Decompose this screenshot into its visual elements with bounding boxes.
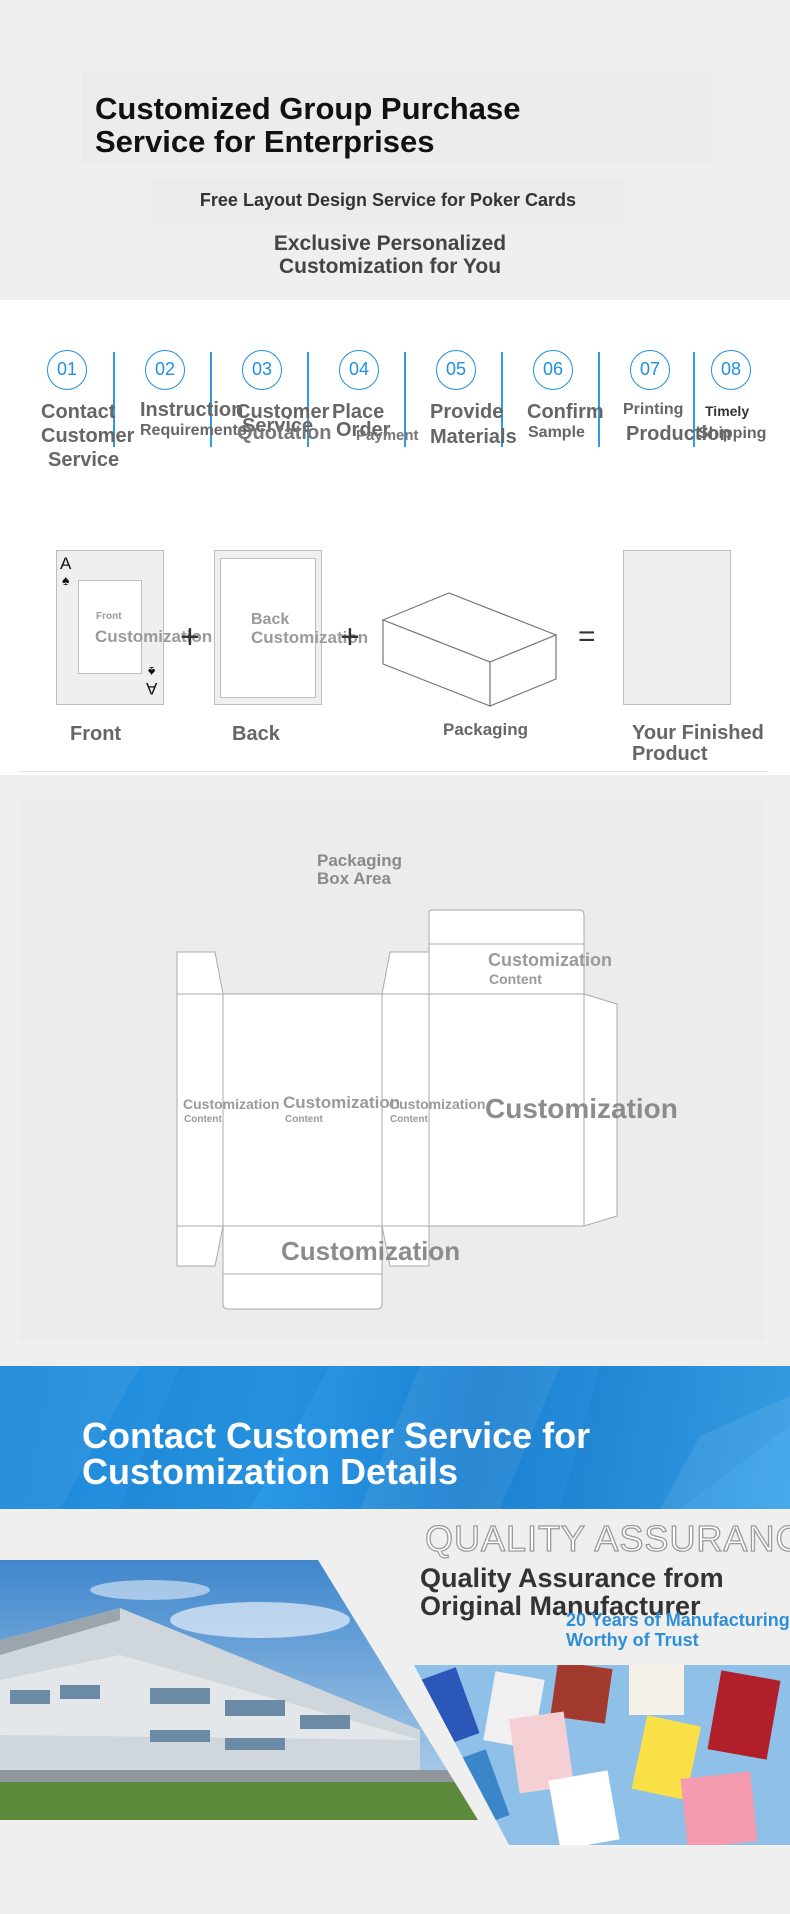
hero-subtitle: Free Layout Design Service for Poker Car… [199, 190, 577, 210]
front-small-label: Front [96, 611, 122, 622]
step-label: Place Order [332, 401, 391, 441]
bottom-customization: Customization [281, 1236, 461, 1266]
step-label: Printing Production [623, 401, 732, 445]
hero-subtitle-backdrop [152, 180, 624, 224]
card-corner-top: A ♠ [60, 554, 72, 588]
plus-sign: + [180, 618, 200, 656]
quality-outline-heading: QUALITY ASSURANCE [424, 1517, 790, 1559]
step-number: 04 [339, 350, 379, 390]
plus-sign: + [340, 618, 360, 656]
hero-title-backdrop [82, 72, 712, 164]
step-divider [501, 352, 503, 447]
finished-product-label: Your Finished Product [632, 722, 764, 765]
playing-cards-photo [414, 1665, 790, 1845]
back-card-face [220, 558, 316, 698]
step-label: Timely Shipping [698, 403, 767, 442]
step-number: 07 [630, 350, 670, 390]
quality-subtitle: 20 Years of Manufacturing Worthy of Trus… [566, 1610, 790, 1650]
step-divider [113, 352, 115, 447]
equals-sign: = [578, 620, 596, 653]
front-card-face [78, 580, 142, 674]
spade-icon: ♠ [147, 664, 156, 680]
step-label: Payment [356, 427, 419, 444]
right-side-content: Content [390, 1114, 428, 1125]
packaging-box-illustration [381, 592, 558, 707]
card-corner-bottom: A ♠ [146, 664, 158, 698]
top-content: Content [489, 971, 542, 987]
step-number: 03 [242, 350, 282, 390]
quality-title: Quality Assurance from Original Manufact… [420, 1563, 724, 1621]
back-text: Back [251, 611, 290, 628]
front-label: Front [70, 723, 122, 745]
contact-banner [0, 1366, 790, 1509]
front-panel-content: Content [285, 1114, 323, 1125]
back-panel-customization: Customization [485, 1093, 678, 1124]
exclusive-heading: Exclusive Personalized Customization for… [273, 232, 507, 278]
spade-icon: ♠ [61, 572, 70, 588]
step-label: Instruction Requirements [140, 399, 247, 439]
box-dieline-drawing [176, 909, 618, 1310]
step-divider [210, 352, 212, 447]
left-side-customization: Customization [183, 1096, 280, 1112]
step-divider [307, 352, 309, 447]
right-side-customization: Customization [389, 1096, 486, 1112]
hero-title: Customized Group Purchase Service for En… [95, 91, 521, 159]
step-number: 02 [145, 350, 185, 390]
back-customization: Customization [251, 628, 369, 647]
factory-photo [0, 1560, 478, 1820]
step-label: Customer Service [236, 401, 330, 437]
banner-pattern [0, 1366, 790, 1509]
left-side-content: Content [184, 1114, 222, 1125]
step-label: Quotation [237, 422, 332, 444]
front-panel-customization: Customization [283, 1093, 401, 1112]
step-divider [598, 352, 600, 447]
section-divider [18, 771, 768, 772]
step-number: 06 [533, 350, 573, 390]
step-number: 01 [47, 350, 87, 390]
back-label: Back [232, 723, 280, 745]
finished-product-card [623, 550, 731, 705]
top-customization: Customization [488, 950, 612, 970]
step-label: Confirm Sample [527, 401, 604, 441]
step-number: 08 [711, 350, 751, 390]
step-number: 05 [436, 350, 476, 390]
step-label: Contact Customer Service [41, 401, 135, 471]
packaging-label: Packaging [443, 720, 529, 739]
packaging-area-label: Packaging Box Area [317, 851, 403, 888]
banner-title: Contact Customer Service for Customizati… [82, 1415, 591, 1492]
step-divider [404, 352, 406, 447]
front-customization: Customization [95, 627, 213, 646]
step-label: Provide Materials [430, 401, 517, 448]
step-divider [693, 352, 695, 447]
